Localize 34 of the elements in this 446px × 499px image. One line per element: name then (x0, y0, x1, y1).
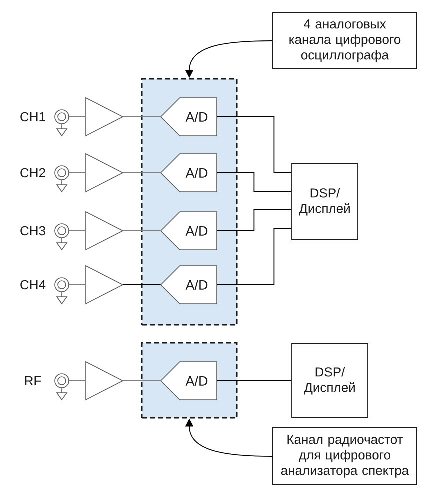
signal-line (122, 230, 162, 232)
signal-line (68, 116, 86, 118)
signal-line (216, 116, 292, 174)
signal-line (216, 210, 292, 232)
channel-label: CH2 (20, 168, 46, 178)
callout-box: 4 аналоговых канала цифрового осциллографа (272, 12, 418, 70)
callout-box: Канал радиочастот для цифрового анализатора спектра (272, 428, 418, 486)
converter-block: A/D (160, 266, 218, 304)
channel-label: CH3 (20, 226, 46, 236)
signal-line (68, 230, 86, 232)
connector-symbol (54, 374, 70, 388)
converter-block: A/D (160, 154, 218, 192)
signal-line (122, 284, 162, 286)
channel-label: RF (25, 376, 42, 386)
connector-symbol (54, 224, 70, 238)
signal-line (68, 284, 86, 286)
signal-line (68, 380, 86, 382)
signal-line (122, 172, 162, 174)
signal-line (122, 380, 162, 382)
connector-symbol (54, 166, 70, 180)
converter-block: A/D (160, 362, 218, 400)
converter-block: A/D (160, 98, 218, 136)
channel-label: CH4 (20, 280, 46, 290)
signal-line (216, 380, 292, 382)
signal-line (216, 172, 292, 192)
channel-label: CH1 (20, 112, 46, 122)
connector-symbol (54, 278, 70, 292)
signal-line (122, 116, 162, 118)
signal-line (68, 172, 86, 174)
process-box: DSP/ Дисплей (292, 344, 368, 418)
process-box: DSP/ Дисплей (292, 164, 358, 240)
connector-symbol (54, 110, 70, 124)
converter-block: A/D (160, 212, 218, 250)
signal-line (216, 228, 292, 286)
